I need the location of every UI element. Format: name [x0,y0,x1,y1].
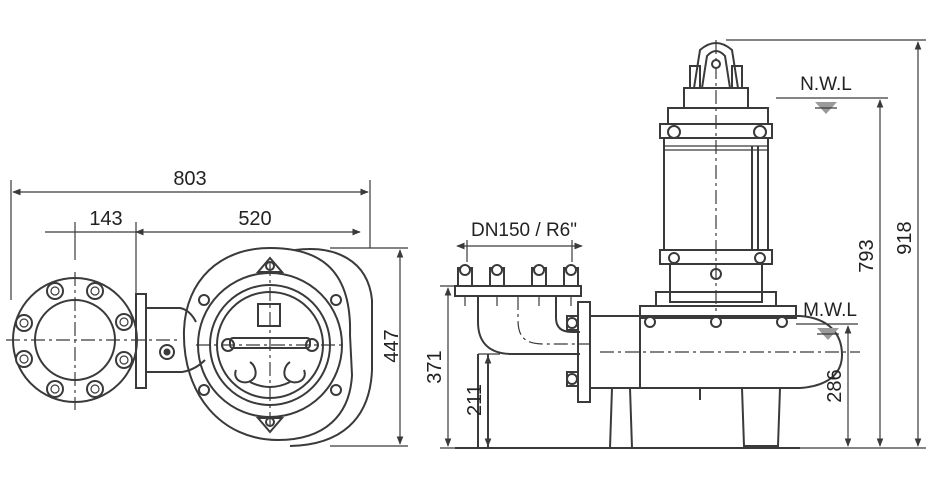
pump-casing-plan [182,246,373,447]
dim-overall-width: 803 [10,168,371,300]
dim-nwl-height-label: 793 [856,239,878,272]
dim-outlet-height: 371 [424,285,480,449]
min-water-level-label: M.W.L [803,300,857,321]
pump-flange-side [566,301,641,449]
duckfoot-bend [455,296,620,449]
dim-total-height: 918 [726,39,926,449]
dim-mwl-height-label: 286 [824,369,846,402]
side-view: DN150 / R6" [424,39,926,449]
dim-mwl-height: 286 [824,325,852,447]
dim-connection: DN150 / R6" [456,220,583,262]
dim-body-height-label: 447 [381,329,403,362]
motor-housing [655,40,777,316]
dim-total-height-label: 918 [894,221,916,254]
min-water-level-marker: M.W.L [796,300,858,340]
dim-body-width-label: 520 [238,208,271,230]
discharge-flange-side [454,264,582,306]
plan-view: 803 143 520 [6,168,408,447]
normal-water-level-marker: N.W.L [776,74,888,114]
dim-body-height: 447 [330,247,408,447]
dim-outlet-height-label: 371 [424,350,446,383]
connection-size-label: DN150 / R6" [471,220,577,241]
dim-flange-offset: 143 520 [45,208,361,298]
normal-water-level-label: N.W.L [800,74,852,95]
dim-nwl-height: 793 [856,99,884,447]
dim-flange-offset-label: 143 [89,208,122,230]
dim-pipe-center-height-label: 211 [464,384,486,416]
lifting-handle [683,42,749,109]
flange-neck-plan [135,293,206,389]
dim-pipe-center-height: 211 [464,353,500,447]
discharge-flange-plan [6,272,180,410]
dim-overall-width-label: 803 [173,168,206,190]
flange-bolts [15,282,133,398]
